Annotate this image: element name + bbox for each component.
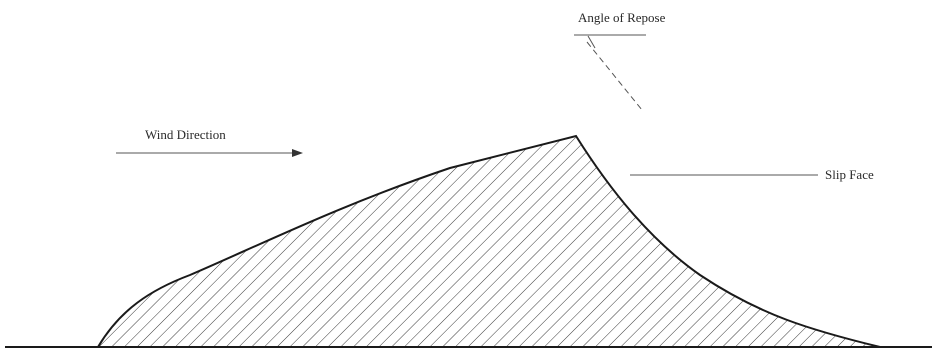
wind-direction-label: Wind Direction (145, 127, 226, 142)
angle-of-repose-label: Angle of Repose (578, 10, 666, 25)
slip-face-annotation: Slip Face (630, 167, 874, 182)
repose-angle-line (587, 42, 642, 110)
wind-direction-annotation: Wind Direction (116, 127, 303, 157)
slip-face-label: Slip Face (825, 167, 874, 182)
wind-arrow-head (292, 149, 303, 157)
repose-tick (588, 36, 595, 48)
angle-of-repose-annotation: Angle of Repose (574, 10, 666, 110)
